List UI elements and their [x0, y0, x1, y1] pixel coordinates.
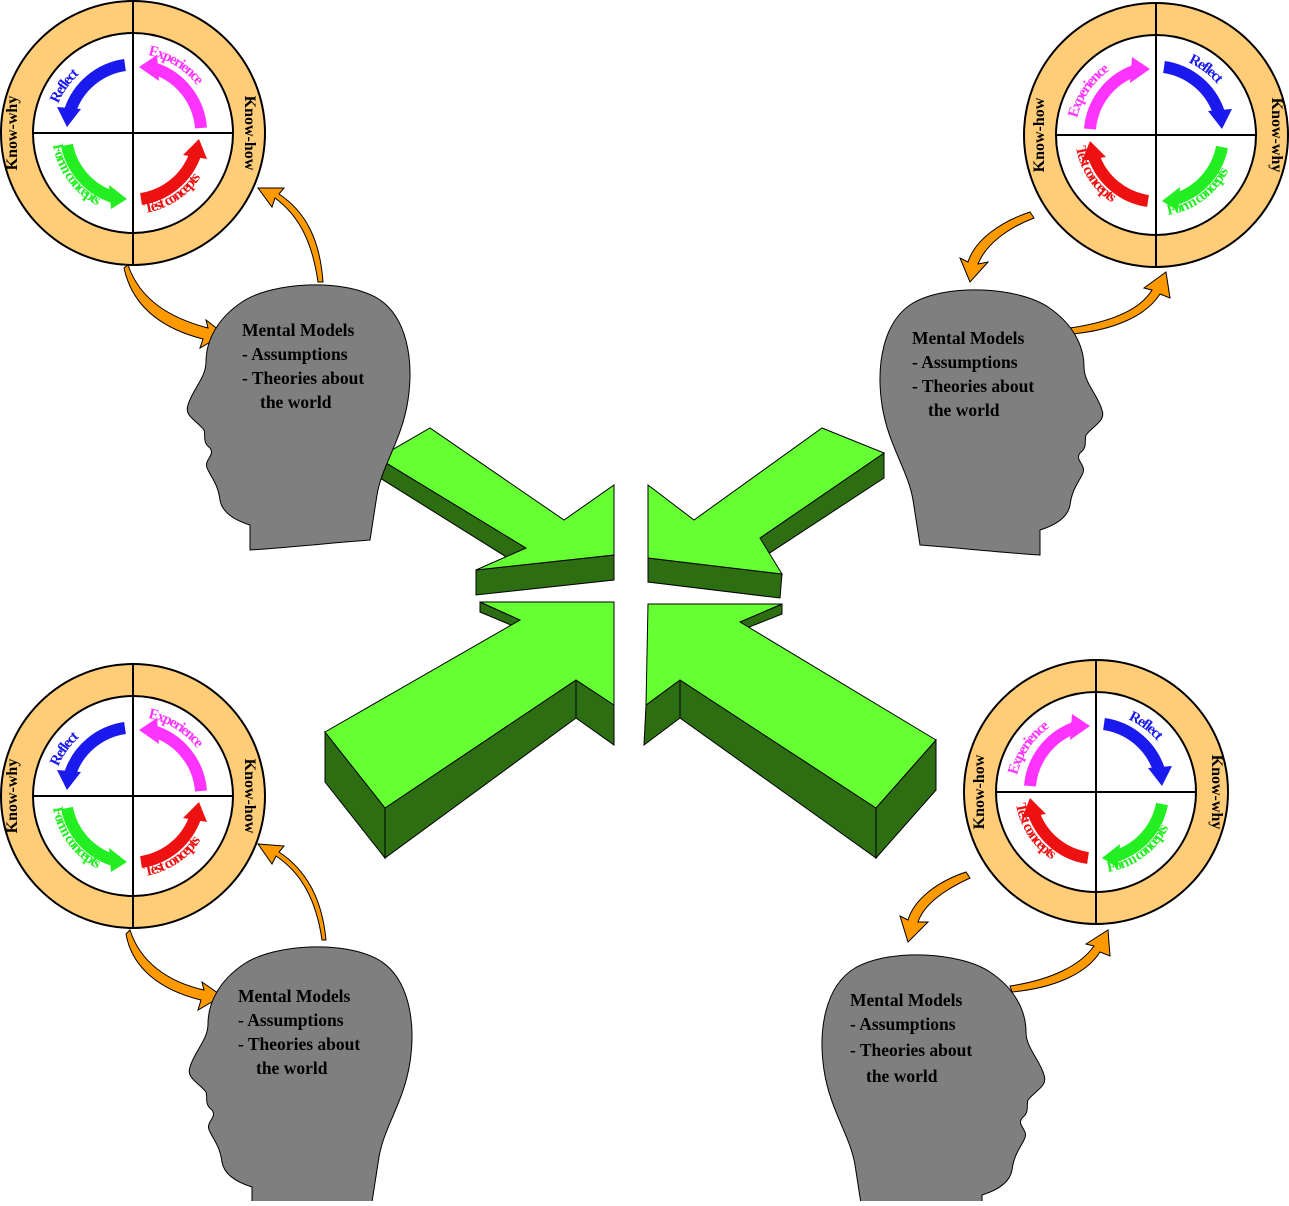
person-top-right: Experience Reflect Form concepts Test co…: [880, 3, 1288, 555]
learning-cycle-wheel: Experience Reflect Form concepts Test co…: [1, 664, 265, 928]
mental-models-line-2: - Theories about: [850, 1040, 972, 1060]
mental-models-line-2: - Theories about: [242, 368, 364, 388]
center-arrow-bottom-left: [325, 602, 614, 858]
learning-cycle-wheel: Experience Reflect Form concepts Test co…: [1, 1, 265, 265]
label-know-how: Know-how: [971, 754, 988, 829]
mental-models-title: Mental Models: [912, 328, 1024, 348]
mental-models-line-3: the world: [256, 1058, 328, 1078]
head-silhouette: Mental Models - Assumptions - Theories a…: [189, 947, 412, 1201]
label-know-why: Know-why: [1268, 98, 1285, 173]
mental-models-line-2: - Theories about: [238, 1034, 360, 1054]
mental-models-line-3: the world: [866, 1066, 938, 1086]
head-silhouette: Mental Models - Assumptions - Theories a…: [187, 285, 410, 550]
label-know-how: Know-how: [241, 759, 258, 834]
mental-models-title: Mental Models: [850, 990, 962, 1010]
label-know-how: Know-how: [1031, 97, 1048, 172]
learning-cycle-wheel: Experience Reflect Form concepts Test co…: [964, 660, 1228, 924]
converging-arrows: [325, 428, 936, 858]
mental-models-line-1: - Assumptions: [912, 352, 1018, 372]
mental-models-line-2: - Theories about: [912, 376, 1034, 396]
person-top-left: Experience Reflect Form concepts Test co…: [1, 1, 410, 550]
mental-models-title: Mental Models: [242, 320, 354, 340]
learning-cycle-wheel: Experience Reflect Form concepts Test co…: [1024, 3, 1288, 267]
mental-models-line-1: - Assumptions: [850, 1014, 956, 1034]
label-know-why: Know-why: [4, 96, 21, 171]
mental-models-line-1: - Assumptions: [238, 1010, 344, 1030]
mental-models-line-1: - Assumptions: [242, 344, 348, 364]
label-know-why: Know-why: [1208, 755, 1225, 830]
mental-models-line-3: the world: [928, 400, 1000, 420]
center-arrow-top-right: [648, 428, 884, 598]
label-know-why: Know-why: [4, 759, 21, 834]
center-arrow-top-left: [378, 428, 614, 595]
label-know-how: Know-how: [241, 96, 258, 171]
mental-models-line-3: the world: [260, 392, 332, 412]
mental-models-title: Mental Models: [238, 986, 350, 1006]
center-arrow-bottom-right: [644, 604, 936, 858]
